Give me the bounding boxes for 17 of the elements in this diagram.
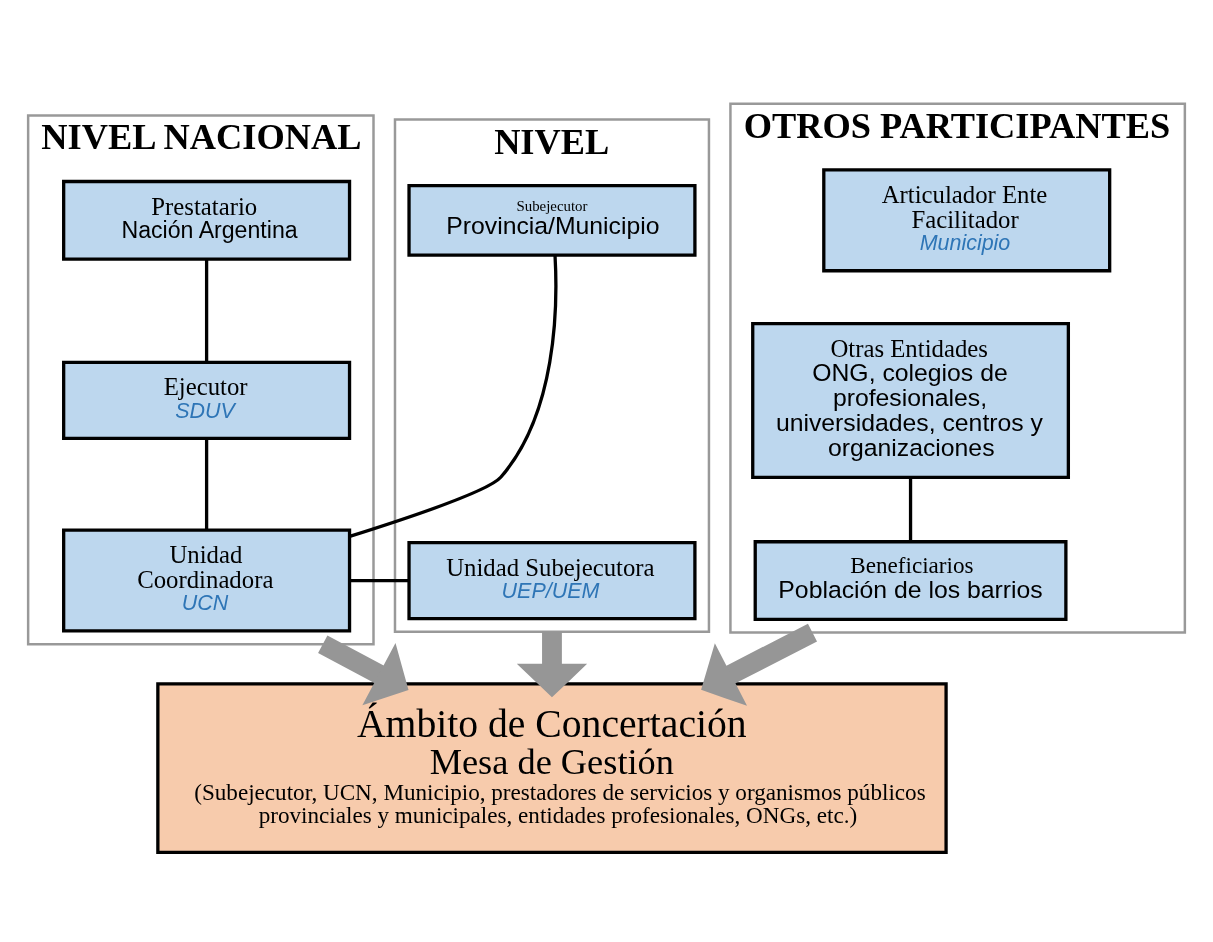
- node-box: Ámbito de Concertación Mesa de Gestión (Subejecutor, UCN, Municipio, prestadores de servicios y organismos públicos provinciales y municipales, entidades profesionales, ONGs, etc.): [156, 681, 948, 854]
- node-box: Prestatario Nación Argentina: [62, 179, 352, 261]
- connector: [349, 578, 409, 582]
- arrow: [701, 623, 817, 706]
- node-box: Otras Entidades ONG, colegios de profesionales, universidades, centros y organizaciones: [751, 321, 1070, 479]
- connector: [908, 477, 913, 542]
- connector: [204, 258, 209, 362]
- arrow: [318, 634, 409, 705]
- node-box: Ejecutor SDUV: [62, 360, 352, 440]
- node-box: Subejecutor Provincia/Municipio: [407, 183, 697, 257]
- node-box: Unidad Subejecutora UEP/UEM: [407, 540, 697, 620]
- connector: [349, 254, 558, 538]
- arrow: [516, 631, 588, 697]
- node-box: Unidad Coordinadora UCN: [62, 528, 352, 633]
- connector: [204, 438, 209, 530]
- node-box: Beneficiarios Población de los barrios: [753, 539, 1068, 621]
- node-box: Articulador Ente Facilitador Municipio: [822, 167, 1112, 272]
